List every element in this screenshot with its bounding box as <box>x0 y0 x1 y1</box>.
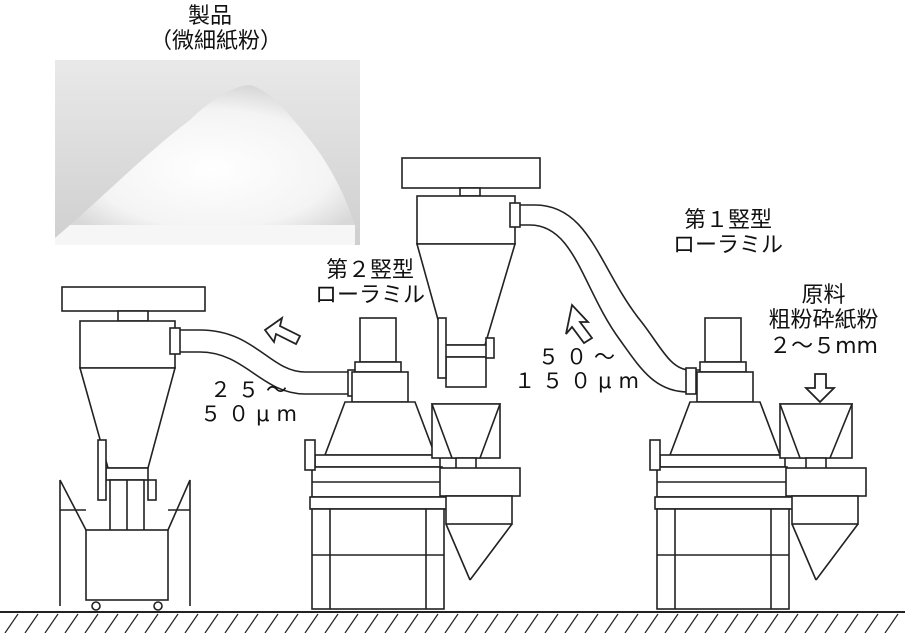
arrow-raw-input <box>803 373 837 404</box>
raw-label-line1: 原料 <box>801 283 846 308</box>
ground <box>0 611 905 633</box>
mill2-cyclone <box>401 157 541 388</box>
raw-material-label: 原料 粗粉砕紙粉 ２～５mm <box>746 283 901 359</box>
size-50-150-line1: ５０～ <box>538 345 622 369</box>
product-cyclone <box>59 286 206 611</box>
size-50-150-label: ５０～ １５０μm <box>505 345 655 393</box>
arrow-to-mill2-cyclone <box>565 303 594 345</box>
arrow-to-product <box>263 315 302 346</box>
raw-label-line2: 粗粉砕紙粉 <box>768 308 879 334</box>
mill2-label-line1: 第２竪型 <box>325 258 414 283</box>
raw-label-line3: ２～５mm <box>769 333 878 359</box>
size-25-50-label: ２５～ ５０μm <box>182 378 322 426</box>
mill1-label-line2: ローラミル <box>672 233 783 259</box>
product-title: 製品 <box>187 4 232 29</box>
mill2-label-line2: ローラミル <box>314 283 425 309</box>
product-photo <box>55 60 360 245</box>
mill1-label-line1: 第１竪型 <box>683 208 772 233</box>
mill2-machine <box>304 317 521 610</box>
mill1-machine <box>649 317 867 610</box>
size-25-50-line2: ５０μm <box>200 402 304 427</box>
pipe-mill1-to-mill2 <box>509 202 700 395</box>
product-label: 製品 （微細紙粉） <box>150 4 283 55</box>
mill1-label: 第１竪型 ローラミル <box>648 208 808 259</box>
size-25-50-line1: ２５～ <box>210 378 294 402</box>
mill2-label: 第２竪型 ローラミル <box>290 258 450 309</box>
size-50-150-line2: １５０μm <box>514 369 646 394</box>
product-subtitle: （微細紙粉） <box>150 29 283 55</box>
